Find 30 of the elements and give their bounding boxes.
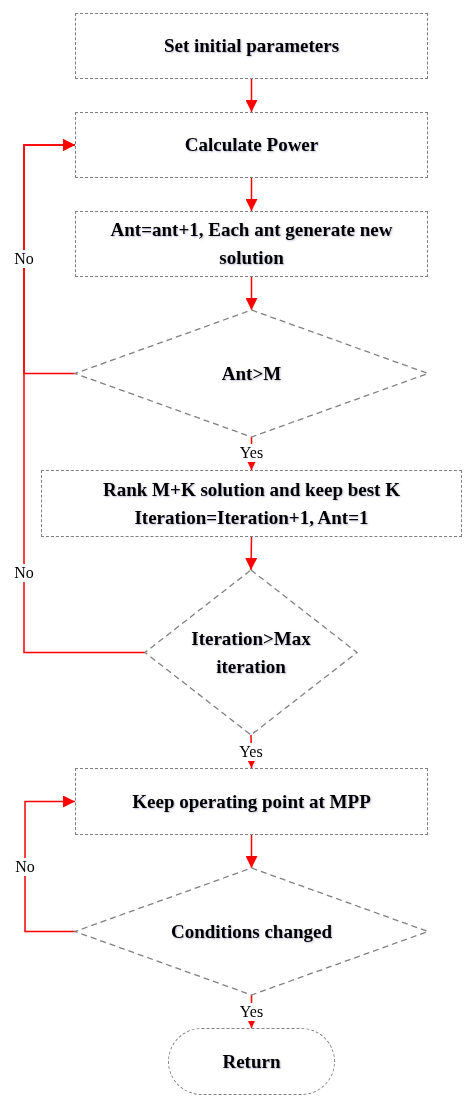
edge-label: Yes xyxy=(239,1003,264,1021)
arrow xyxy=(245,834,258,869)
process-box xyxy=(75,768,428,835)
node-label: Calculate Power xyxy=(184,133,319,157)
arrow xyxy=(24,795,76,933)
arrow xyxy=(245,78,258,113)
node-label: Ant>M xyxy=(221,361,282,386)
process-box xyxy=(75,211,428,277)
decision-diamond xyxy=(145,570,357,735)
arrow xyxy=(23,139,146,654)
edge-label: Yes xyxy=(239,743,263,761)
edge-label: No xyxy=(15,858,35,876)
arrow xyxy=(245,536,258,571)
process-box xyxy=(41,470,462,537)
arrow xyxy=(245,177,258,212)
process-box xyxy=(75,112,428,178)
node-label: Conditions changed xyxy=(171,919,332,944)
arrow xyxy=(245,276,258,311)
edge-label: Yes xyxy=(239,444,264,462)
edge-label: No xyxy=(14,564,34,582)
node-label: Rank M+K solution and keep best K Iteration=Iteration+1, Ant=1 xyxy=(102,477,401,530)
node-label: Return xyxy=(222,1049,281,1074)
process-box xyxy=(75,13,428,79)
node-label: Set initial parameters xyxy=(163,34,340,58)
node-label: Iteration>Max iteration xyxy=(190,626,312,679)
decision-diamond xyxy=(75,868,428,995)
decision-diamond xyxy=(75,310,428,437)
node-label: Ant=ant+1, Each ant generate new solution xyxy=(109,218,394,270)
edge-label: No xyxy=(14,250,34,268)
node-label: Keep operating point at MPP xyxy=(132,789,371,814)
